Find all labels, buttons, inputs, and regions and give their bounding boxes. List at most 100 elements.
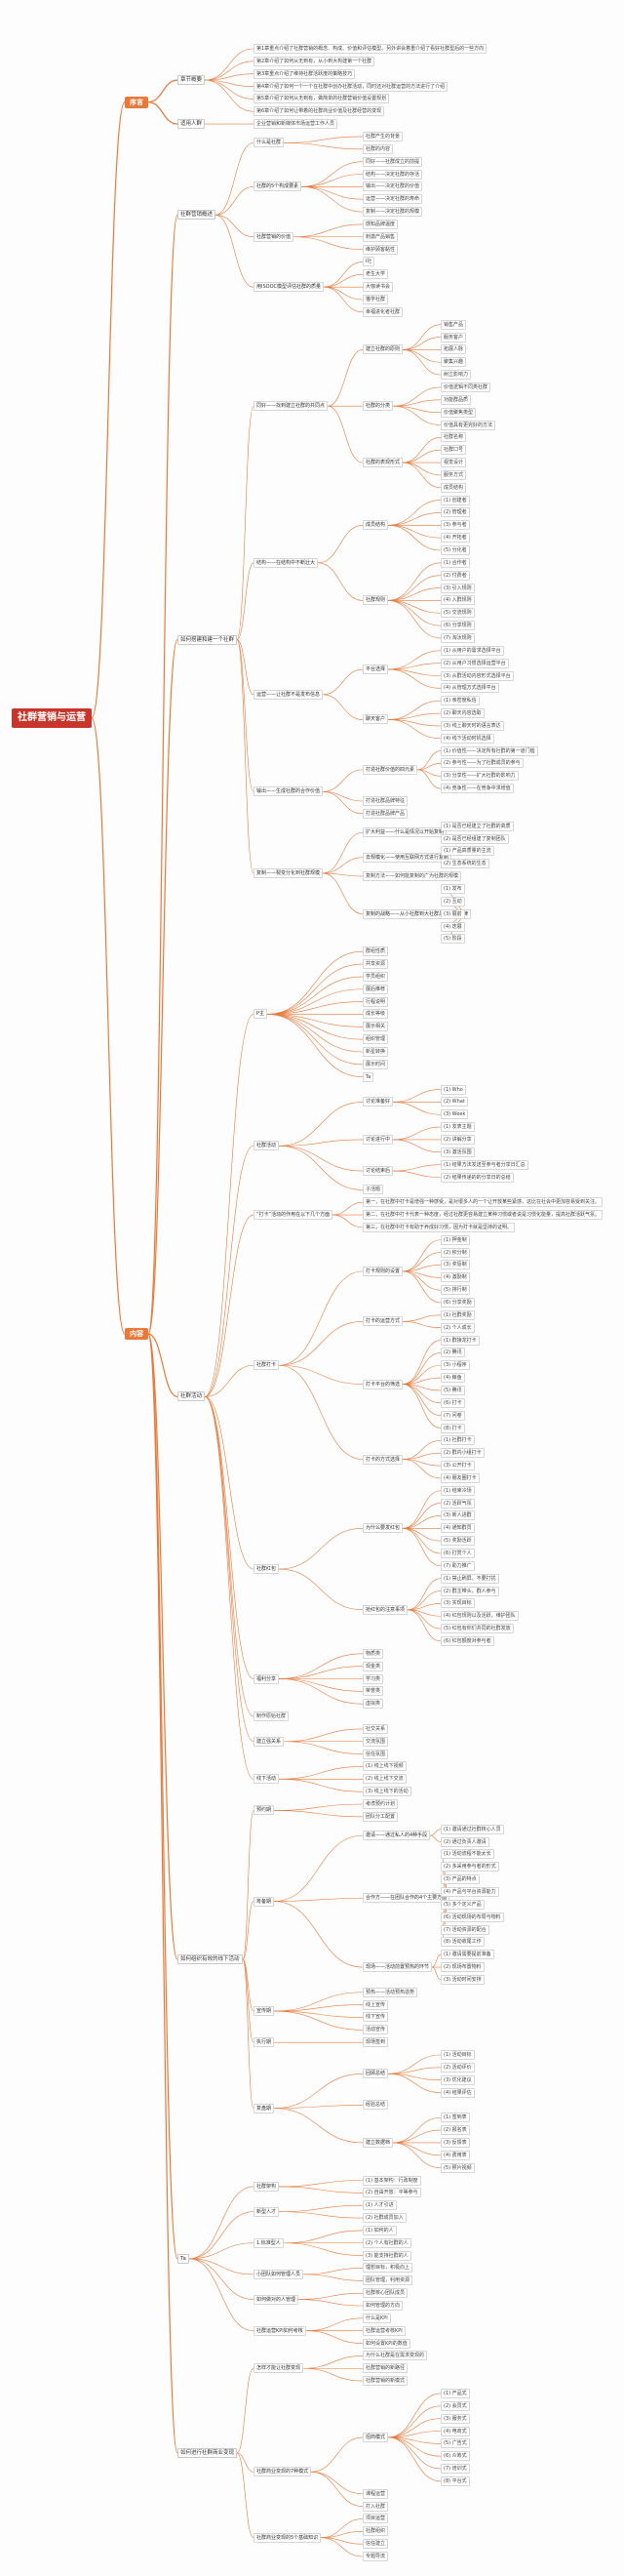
- node-b6b2[interactable]: 课程运营: [363, 2488, 389, 2499]
- node-b2a3c[interactable]: 视觉设计: [441, 458, 467, 468]
- node-b3b1c[interactable]: (3) Week: [441, 1109, 469, 1120]
- node-b3d3c[interactable]: (3) 小程序: [441, 1360, 470, 1371]
- node-b3e1d[interactable]: (4) 通知群员: [441, 1523, 475, 1534]
- node-b6b1e[interactable]: (5) 广告式: [441, 2438, 470, 2449]
- node-b3b3[interactable]: 讨论结束后: [363, 1166, 394, 1177]
- node-b4c4[interactable]: 活动宣传: [363, 2025, 389, 2035]
- node-b3i[interactable]: 线下活动: [254, 1774, 280, 1785]
- node-b3f2[interactable]: 现金类: [363, 1661, 384, 1671]
- node-b3d1[interactable]: 打卡规则的设置: [363, 1266, 404, 1276]
- node-b5f2[interactable]: 社群运营考核KPI: [363, 2325, 406, 2336]
- node-b3e1c[interactable]: (3) 新人进群: [441, 1510, 475, 1521]
- node-b5d1[interactable]: 理想目标，积极向上: [363, 2263, 413, 2274]
- node-b2e4c[interactable]: (3) 展前: [441, 908, 465, 919]
- node-b6b1d[interactable]: (4) 电商式: [441, 2426, 470, 2436]
- node-b1a[interactable]: 什么是社群: [254, 138, 285, 148]
- node-b2e2b[interactable]: (2) 生态系统的生态: [441, 859, 489, 869]
- node-b3d3[interactable]: 打卡平台的筛选: [363, 1379, 404, 1389]
- node-b5a1[interactable]: (1) 基本架构：行政制度: [363, 2175, 421, 2186]
- node-b4b2f[interactable]: (6) 活动现场的布局与物料: [441, 1912, 504, 1922]
- node-b2c2a[interactable]: (1) 亲密度私信: [441, 696, 480, 706]
- node-b4b2[interactable]: 合作方——在团队合作的4个主要方面: [363, 1893, 450, 1904]
- node-b2a1b[interactable]: 服务客户: [441, 332, 467, 342]
- node-b2c1d[interactable]: (4) 从管理方式选择平台: [441, 683, 499, 694]
- node-b2a3a[interactable]: 社群名称: [441, 432, 467, 443]
- node-b3f4[interactable]: 荣誉类: [363, 1686, 384, 1697]
- node-b3e2d[interactable]: (4) 红包规则以及活跃，维护团队: [441, 1611, 519, 1622]
- node-b4e3c[interactable]: (3) 反馈表: [441, 2137, 470, 2148]
- node-b5b2[interactable]: (2) 社群成员加入: [363, 2213, 407, 2224]
- node-b6a1[interactable]: 为什么社群是在需求变现的: [363, 2351, 428, 2361]
- node-b3b3a[interactable]: (1) 结果方法发送至参与者分享日汇总: [441, 1159, 528, 1170]
- node-m1[interactable]: 序言: [125, 96, 148, 108]
- node-b4b2h[interactable]: (8) 活动收尾工作: [441, 1937, 485, 1948]
- node-b2e4[interactable]: 复制的战略——从小社群到大社群总成的的规律: [363, 908, 472, 919]
- node-b3a10[interactable]: 展示时间: [363, 1059, 389, 1069]
- node-b4b3c[interactable]: (3) 活动时间安排: [441, 1974, 485, 1985]
- node-b2c1b[interactable]: (2) 从用户习惯选择运营平台: [441, 658, 509, 668]
- node-b5a2[interactable]: (2) 自由开放：平等参与: [363, 2188, 421, 2198]
- node-b4b1a[interactable]: (1) 邀请通过社群核心人员: [441, 1824, 504, 1834]
- node-b3g[interactable]: 制作原始社群: [254, 1711, 290, 1722]
- node-b6c2[interactable]: 社群组织: [363, 2526, 389, 2537]
- node-b2a1c[interactable]: 拓展人脉: [441, 344, 467, 355]
- node-b3e2e[interactable]: (5) 红包有你们共同的社群发放: [441, 1624, 514, 1634]
- node-b3a9[interactable]: 新星转换: [363, 1047, 389, 1057]
- node-b3b2c[interactable]: (3) 激活氛围: [441, 1147, 475, 1157]
- node-b3d1d[interactable]: (4) 激励制: [441, 1272, 470, 1283]
- node-b6c4[interactable]: 专题导流: [363, 2552, 389, 2561]
- node-b3d1f[interactable]: (6) 分享奖励: [441, 1298, 475, 1308]
- node-b2c2c[interactable]: (3) 线上聊天时的语言表达: [441, 720, 504, 731]
- node-b2a3d[interactable]: 服务方式: [441, 469, 467, 480]
- node-b2d1a[interactable]: (1) 价值性——决定所有社群的第一道门槛: [441, 745, 538, 756]
- node-b2a2c[interactable]: 价值聚焦类型: [441, 407, 477, 418]
- node-b6b1f[interactable]: (6) 众筹式: [441, 2451, 470, 2462]
- node-b3d1b[interactable]: (2) 积分制: [441, 1247, 470, 1258]
- node-b4[interactable]: 如何组织有效的线下活动: [177, 1954, 243, 1965]
- node-b4e1[interactable]: 回顾总结: [363, 2069, 389, 2079]
- node-b3a5[interactable]: 行程说明: [363, 996, 389, 1007]
- node-b2e3[interactable]: 复制方法——如何能复制的广为社群的规模: [363, 871, 462, 882]
- node-b3b1b[interactable]: (2) What: [441, 1097, 468, 1107]
- node-b5e2[interactable]: 如何管理的方向: [363, 2301, 404, 2311]
- node-b6c3[interactable]: 信任建立: [363, 2539, 389, 2550]
- node-b5e1[interactable]: 社群核心团队成员: [363, 2288, 409, 2299]
- node-b4e3a[interactable]: (1) 签到表: [441, 2113, 470, 2123]
- node-b3e[interactable]: 社群红包: [254, 1564, 280, 1575]
- node-b1d5[interactable]: 幸福进化者社群: [363, 306, 404, 317]
- node-b3f3[interactable]: 学习类: [363, 1673, 384, 1684]
- node-b4b2b[interactable]: (2) 多采用参与者的形式: [441, 1862, 499, 1872]
- node-b3d4d[interactable]: (4) 朋友圈打卡: [441, 1472, 480, 1483]
- node-b3c[interactable]: “打卡”活动的作用在以下几个方面: [254, 1210, 333, 1221]
- node-b3a4[interactable]: 展后推荐: [363, 984, 389, 994]
- node-b4b1[interactable]: 邀请——通过私人的4种手段: [363, 1831, 431, 1841]
- node-b2a2a[interactable]: 价值逻辑不同类社群: [441, 382, 491, 392]
- node-b2b2[interactable]: 社群规则: [363, 595, 389, 606]
- node-b3d3g[interactable]: (7) 问卷: [441, 1410, 465, 1421]
- node-b3e1b[interactable]: (2) 活跃气氛: [441, 1498, 475, 1509]
- node-b2c2[interactable]: 聊天客户: [363, 714, 389, 725]
- node-b4a[interactable]: 预约期: [254, 1805, 275, 1816]
- node-b3d3a[interactable]: (1) 群接龙打卡: [441, 1335, 480, 1346]
- node-b4b3b[interactable]: (2) 现场布置物料: [441, 1962, 485, 1973]
- node-b1b2[interactable]: 结构——决定社群的存活: [363, 169, 423, 180]
- node-b2a3e[interactable]: 成员结构: [441, 482, 467, 493]
- node-b2e1b[interactable]: (2) 是否已经组建了复制团队: [441, 833, 509, 844]
- node-b2e1[interactable]: 扩大利益——什么是情况以开始复制: [363, 827, 448, 838]
- node-b4b3[interactable]: 现场——活动前置预热的环节: [363, 1962, 433, 1973]
- node-b2e4b[interactable]: (2) 互动: [441, 896, 465, 906]
- node-b2d2[interactable]: 打造社群品牌特征: [363, 796, 409, 806]
- node-a1f[interactable]: 第6章介绍了如何让带着的社群商业价值及社群经营的变现: [254, 106, 385, 117]
- node-r[interactable]: 社群营销与运营: [12, 707, 92, 728]
- node-b1d[interactable]: 用ISOOC模型评估社群的质量: [254, 282, 325, 293]
- node-b3b1a[interactable]: (1) Who: [441, 1084, 466, 1095]
- node-b5f3[interactable]: 如何设置KPI的数值: [363, 2338, 410, 2349]
- node-b2a2d[interactable]: 价值具有更完好的方法: [441, 420, 496, 430]
- node-b4c2[interactable]: 线上宣传: [363, 1999, 389, 2010]
- node-b2b2a[interactable]: (1) 合作者: [441, 557, 470, 568]
- node-b1d3[interactable]: 大咖读书会: [363, 282, 394, 293]
- node-b2d3[interactable]: 打造社群品牌产品: [363, 808, 409, 819]
- node-b2e1a[interactable]: (1) 是否已经建立了社群的高质: [441, 821, 514, 831]
- node-b3f[interactable]: 福利分享: [254, 1673, 280, 1684]
- node-b5[interactable]: Ta: [177, 2253, 189, 2264]
